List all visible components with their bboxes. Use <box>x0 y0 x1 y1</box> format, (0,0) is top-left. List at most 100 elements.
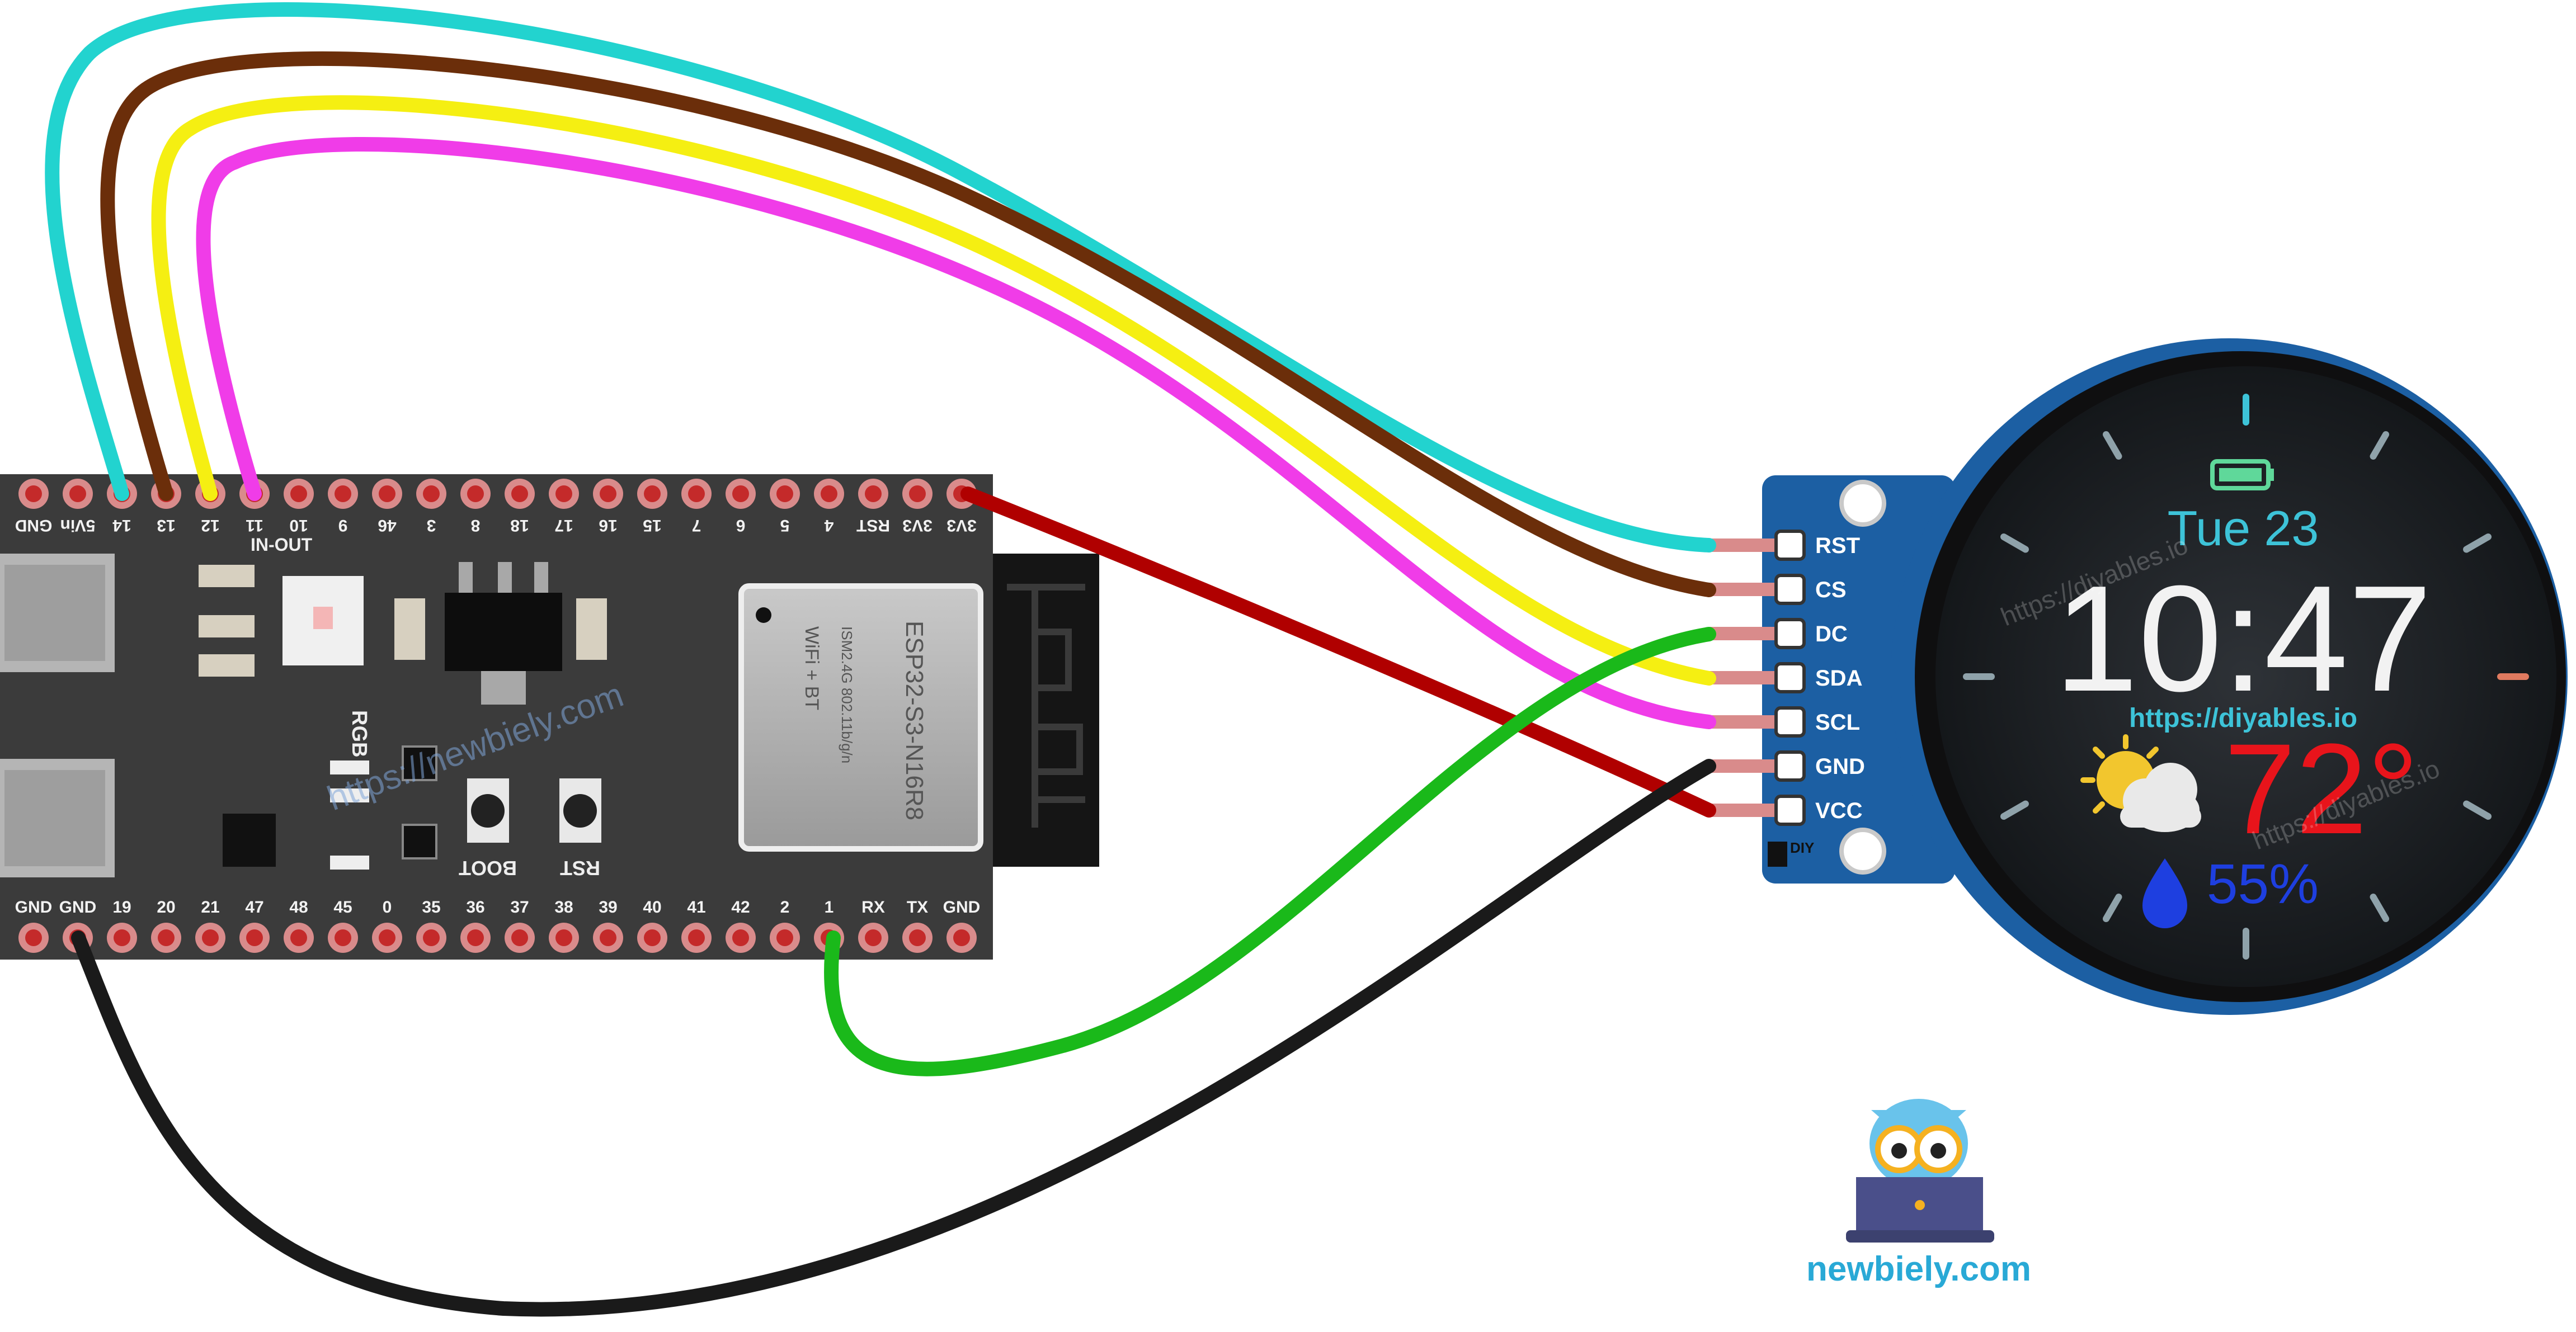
pin-label: 4 <box>824 516 833 535</box>
pin-hole[interactable] <box>688 929 705 946</box>
pin-hole[interactable] <box>25 929 42 946</box>
partly-cloudy-icon <box>2080 734 2201 832</box>
pin-hole[interactable] <box>246 929 263 946</box>
pin-label: 45 <box>333 898 352 917</box>
module-pin-pad[interactable] <box>1774 618 1806 649</box>
pin-hole[interactable] <box>776 485 793 502</box>
module-pin[interactable] <box>1709 804 1779 817</box>
module-pin-pad[interactable] <box>1774 574 1806 605</box>
module-pin-pad[interactable] <box>1774 706 1806 738</box>
pin-hole[interactable] <box>69 485 86 502</box>
water-drop-icon <box>2142 858 2187 928</box>
module-pin-pad[interactable] <box>1774 795 1806 826</box>
pin-hole[interactable] <box>732 929 749 946</box>
pin-hole[interactable] <box>555 929 572 946</box>
pin-label: 13 <box>157 516 175 535</box>
pin-label: 7 <box>692 516 701 535</box>
pin-label: 5 <box>780 516 790 535</box>
module-pin[interactable] <box>1709 539 1779 552</box>
pin-hole[interactable] <box>202 929 219 946</box>
antenna-area <box>993 554 1099 867</box>
module-pin-pad[interactable] <box>1774 750 1806 782</box>
module-pin-pad[interactable] <box>1774 530 1806 561</box>
module-pin-label: VCC <box>1815 799 1862 823</box>
pin-label: 12 <box>201 516 219 535</box>
pin-hole[interactable] <box>423 929 440 946</box>
pin-hole[interactable] <box>467 485 484 502</box>
brand-logo: newbiely.com <box>1806 1099 2031 1288</box>
wire-magenta-11-scl <box>196 137 1716 729</box>
module-pin[interactable] <box>1709 715 1779 729</box>
wire-red-3v3-vcc <box>960 486 1716 818</box>
pin-label: RX <box>861 898 885 917</box>
pin-hole[interactable] <box>555 485 572 502</box>
pin-label: 39 <box>599 898 617 917</box>
clock-tick <box>2103 894 2122 923</box>
pin-label: 19 <box>112 898 131 917</box>
pin-label: 0 <box>383 898 392 917</box>
pin-label: 47 <box>245 898 263 917</box>
module-logo-text: DIY <box>1790 839 1814 856</box>
mounting-hole-bottom <box>1839 828 1886 875</box>
pin-label: TX <box>907 898 928 917</box>
pin-hole[interactable] <box>732 485 749 502</box>
clock-tick <box>2463 533 2492 553</box>
pin-label: 15 <box>643 516 661 535</box>
pin-label: 3 <box>427 516 436 535</box>
pin-hole[interactable] <box>335 485 351 502</box>
module-pin[interactable] <box>1709 759 1779 773</box>
pin-hole[interactable] <box>865 485 882 502</box>
pin-hole[interactable] <box>644 929 661 946</box>
pin-hole[interactable] <box>600 929 616 946</box>
pin-label: 48 <box>289 898 308 917</box>
pin-hole[interactable] <box>379 485 395 502</box>
pin-hole[interactable] <box>511 485 528 502</box>
pin-hole[interactable] <box>290 485 307 502</box>
module-pin-label: SCL <box>1815 710 1860 735</box>
pin-label: 9 <box>338 516 348 535</box>
pin-hole[interactable] <box>511 929 528 946</box>
pin-hole[interactable] <box>953 929 970 946</box>
display-url: https://diyables.io <box>2129 703 2357 733</box>
clock-tick <box>2463 800 2492 820</box>
module-pin[interactable] <box>1709 583 1779 596</box>
mounting-hole-top <box>1839 480 1886 527</box>
pin-hole[interactable] <box>467 929 484 946</box>
pin-hole[interactable] <box>688 485 705 502</box>
pin-hole[interactable] <box>379 929 395 946</box>
display-temperature: 72° <box>2224 717 2419 861</box>
pin-hole[interactable] <box>423 485 440 502</box>
pin-hole[interactable] <box>114 929 130 946</box>
pin-label: 21 <box>201 898 219 917</box>
pin-hole[interactable] <box>865 929 882 946</box>
usb-connector-bottom-inner <box>4 770 105 866</box>
pin-hole[interactable] <box>600 485 616 502</box>
pin-label: 42 <box>731 898 750 917</box>
pin-label: 16 <box>599 516 617 535</box>
pin-label: 3V3 <box>946 516 976 535</box>
clock-tick <box>2000 533 2029 553</box>
clock-tick <box>2103 431 2122 460</box>
pin-hole[interactable] <box>335 929 351 946</box>
module-pin[interactable] <box>1709 671 1779 684</box>
pin-hole[interactable] <box>290 929 307 946</box>
rst-button-cap[interactable] <box>563 794 597 828</box>
pin-hole[interactable] <box>909 929 926 946</box>
pin-hole[interactable] <box>909 485 926 502</box>
boot-button-cap[interactable] <box>471 794 505 828</box>
pin-hole[interactable] <box>158 929 175 946</box>
module-pin[interactable] <box>1709 627 1779 640</box>
rgb-label: RGB <box>347 710 371 757</box>
pin-label: 36 <box>466 898 484 917</box>
pin-label: 20 <box>157 898 175 917</box>
pin-hole[interactable] <box>644 485 661 502</box>
module-pin-pad[interactable] <box>1774 662 1806 693</box>
pin-hole[interactable] <box>821 485 837 502</box>
pin-hole[interactable] <box>776 929 793 946</box>
display-time: 10:47 <box>2054 555 2432 723</box>
pin-label: GND <box>15 516 53 535</box>
board-components <box>199 562 607 870</box>
pin-label: 11 <box>246 516 263 535</box>
pin-hole[interactable] <box>25 485 42 502</box>
